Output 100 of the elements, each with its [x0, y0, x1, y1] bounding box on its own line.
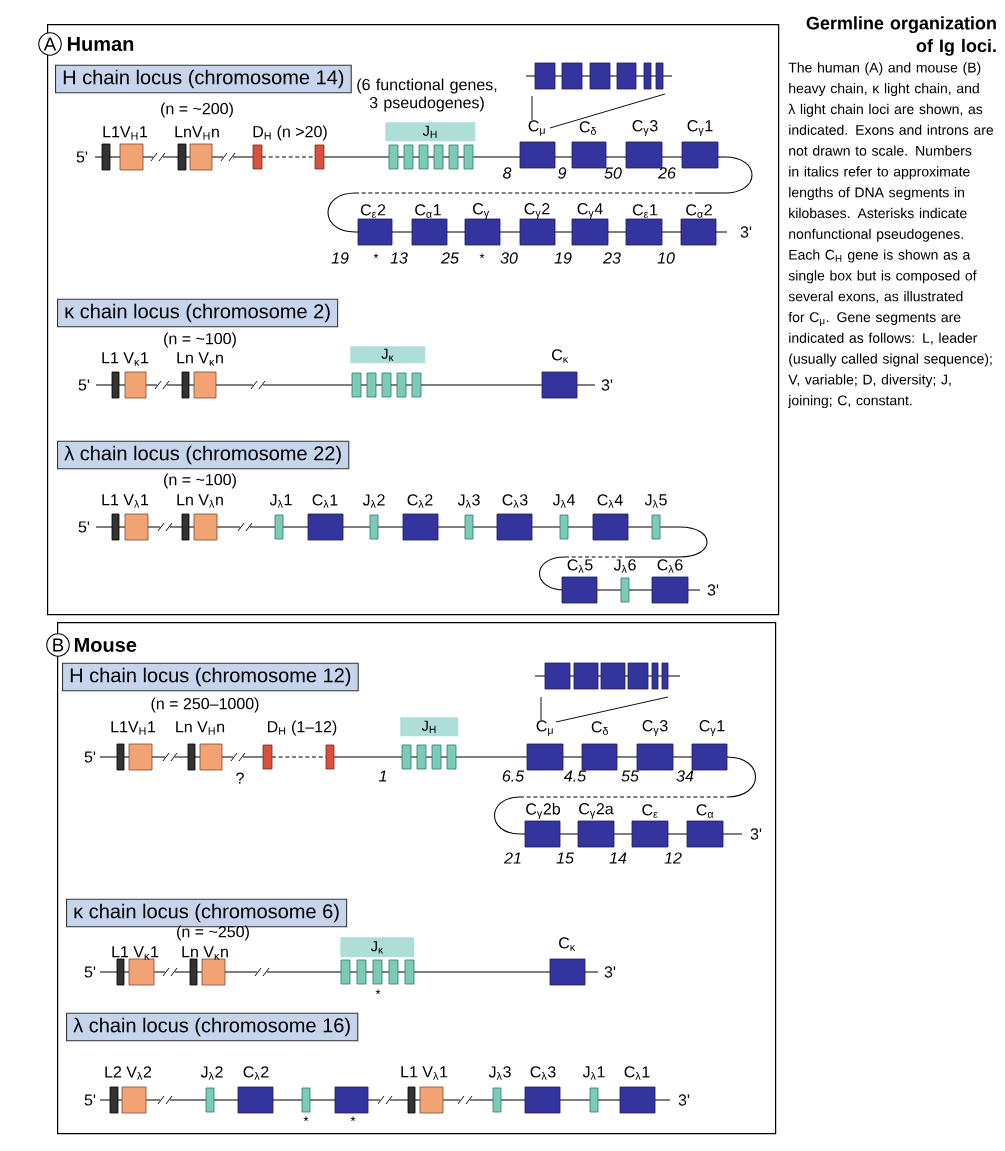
gene-label: L2 V$_{λ}$2 [105, 1066, 152, 1080]
gene-label: J$_{λ}$1 [269, 494, 292, 508]
strand-end-label: 5' [78, 379, 90, 391]
panel-heading: Human [67, 37, 134, 51]
gene-label: L1V$_{H}$1 [111, 721, 156, 735]
gene-label: Ln V$_{κ}$n [177, 352, 223, 366]
strand-end-label: 5' [78, 521, 90, 533]
segment-length: 25 [441, 252, 459, 264]
locus-header: λ chain locus (chromosome 16) [66, 1012, 359, 1042]
gene-label: LnV$_{H}$n [175, 126, 219, 140]
gene-label: J$_{λ}$1 [582, 1066, 605, 1080]
gene-label: C$_{ε}$1 [632, 204, 658, 218]
gene-label: J$_{λ}$4 [552, 494, 575, 508]
asterisk: * [350, 1116, 356, 1122]
gene-label: C$_{γ}$2 [524, 203, 550, 219]
segment-length: 34 [676, 770, 694, 782]
strand-end-label: 3' [604, 966, 616, 978]
gene-label: C$_{γ}$3 [642, 720, 668, 736]
gene-label: C$_{γ}$1 [687, 120, 713, 136]
gene-label: C$_{α}$ [696, 804, 714, 818]
segment-length: 30 [500, 252, 518, 264]
segment-length: 15 [556, 852, 574, 864]
gene-label: C$_{ε}$ [642, 804, 658, 818]
gene-label: C$_{λ}$1 [312, 494, 338, 508]
gene-label: C$_{γ}$2a [579, 803, 614, 819]
segment-length: 19 [554, 252, 572, 264]
segment-length: 23 [603, 252, 621, 264]
gene-label: C$_{λ}$2 [243, 1066, 269, 1080]
gene-label: C$_{γ}$ [473, 203, 490, 219]
strand-end-label: 3' [707, 584, 719, 596]
segment-length: 1 [379, 770, 387, 782]
gene-label: D$_{H}$ (n >20) [253, 125, 327, 141]
gene-label: L1V$_{H}$1 [103, 126, 148, 140]
panel-letter: A [38, 32, 62, 56]
gene-label: C$_{γ}$4 [577, 203, 603, 219]
gene-label: C$_{μ}$ [528, 120, 545, 136]
gene-label: J$_{λ}$2 [200, 1066, 223, 1080]
gene-label: C$_{γ}$2b [526, 802, 560, 820]
segment-length: 8 [503, 167, 512, 179]
gene-label: C$_{α}$1 [415, 204, 441, 218]
segment-length: 6.5 [502, 770, 525, 782]
gene-label: C$_{κ}$ [559, 937, 576, 951]
strand-end-label: 5' [84, 751, 96, 763]
strand-end-label: 5' [84, 966, 96, 978]
gene-label: C$_{λ}$6 [657, 559, 683, 573]
copy-number-label: (n = ~250) [177, 925, 249, 941]
gene-label: C$_{κ}$ [552, 349, 569, 363]
segment-band: J$_{κ}$ [340, 937, 415, 958]
segment-length: 13 [390, 252, 408, 264]
segment-band: J$_{H}$ [385, 122, 476, 142]
locus-header: λ chain locus (chromosome 22) [57, 440, 350, 470]
gene-label: C$_{λ}$5 [567, 559, 593, 573]
locus-header: κ chain locus (chromosome 2) [57, 298, 339, 328]
segment-length: 26 [658, 167, 676, 179]
gene-label: C$_{λ}$3 [530, 1066, 556, 1080]
gene-label: Ln V$_{λ}$n [177, 494, 223, 508]
caption-title: Germline organization of Ig loci. [806, 16, 996, 56]
gene-label: L1 V$_{κ}$1 [112, 946, 159, 960]
panel-heading: Mouse [74, 638, 137, 652]
gene-label: C$_{μ}$ [536, 720, 553, 736]
strand-end-label: 5' [84, 1094, 96, 1106]
strand-end-label: 3' [678, 1094, 690, 1106]
strand-end-label: 3' [750, 828, 762, 840]
segment-length: 10 [657, 252, 675, 264]
gene-label: L1 V$_{λ}$1 [401, 1066, 448, 1080]
segment-length: 55 [621, 770, 639, 782]
segment-length: 4.5 [564, 770, 587, 782]
segment-length: 14 [609, 852, 627, 864]
gene-label: C$_{λ}$2 [407, 494, 433, 508]
gene-label: C$_{λ}$1 [624, 1066, 650, 1080]
segment-length: 9 [558, 167, 567, 179]
strand-end-label: 5' [76, 151, 88, 163]
gene-label: Ln V$_{κ}$n [182, 946, 228, 960]
gene-label: J$_{λ}$3 [488, 1066, 511, 1080]
panel-letter: B [46, 633, 70, 657]
asterisk: * [373, 253, 379, 259]
asterisk: * [479, 253, 485, 259]
gene-label: C$_{δ}$ [591, 721, 608, 735]
segment-band: J$_{H}$ [400, 717, 459, 737]
asterisk: * [375, 989, 381, 995]
gene-label: C$_{γ}$1 [699, 720, 725, 736]
gene-label: J$_{λ}$2 [362, 494, 385, 508]
segment-length: 21 [504, 852, 521, 864]
segment-length: 12 [664, 852, 682, 864]
segment-band: J$_{κ}$ [350, 346, 426, 364]
strand-end-label: 3' [740, 226, 752, 238]
locus-header: H chain locus (chromosome 12) [62, 662, 359, 692]
gene-label: D$_{H}$ (1–12) [268, 720, 337, 736]
asterisk: * [303, 1116, 309, 1122]
gene-label: Ln V$_{H}$n [176, 721, 225, 735]
caption-text: The human (A) and mouse (B) heavy chain, κ light chain, and λ light chain loci are shown, as indicated. Exons and introns are not drawn to scale. Numbers in italics refer to approximate lengths of DNA segments in kilobases. Asterisks indicate nonfunctional pseudogenes. Each C$_{H}$ gene is shown as a single box but is composed of several exons, as illustrated for C$_{μ}$. Gene segments are indicated as follows: L, leader (usually called signal sequence); V, variable; D, diversity; J, joining; C, constant. [787, 62, 994, 409]
gene-label: C$_{ε}$2 [360, 204, 386, 218]
gene-label: J$_{λ}$6 [613, 559, 636, 573]
gene-label: L1 V$_{κ}$1 [102, 352, 149, 366]
strand-end-label: 3' [601, 379, 613, 391]
question-mark: ? [236, 772, 244, 784]
gene-label: C$_{λ}$3 [502, 494, 528, 508]
gene-label: C$_{γ}$3 [632, 120, 658, 136]
gene-label: J$_{λ}$5 [644, 494, 667, 508]
segment-length: 50 [604, 167, 622, 179]
